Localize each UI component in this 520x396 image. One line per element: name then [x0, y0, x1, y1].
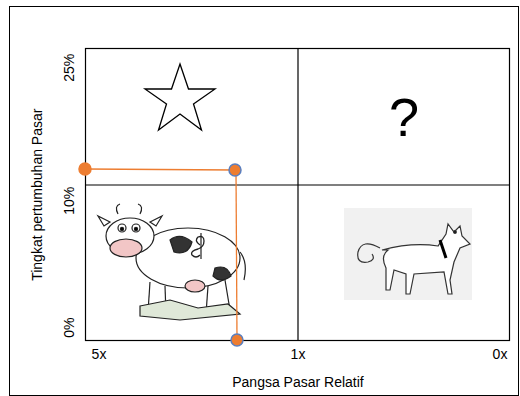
dog-illustration [344, 208, 472, 300]
vertical-divider [297, 48, 298, 340]
quadrant-symbol: ? [389, 90, 419, 144]
outer-frame [10, 7, 519, 396]
question-quadrant: ? [299, 49, 509, 184]
position-marker [79, 163, 243, 346]
axis-title: Pangsa Pasar Relatif [232, 375, 364, 390]
horizontal-divider [85, 184, 510, 185]
star-symbol [145, 64, 215, 130]
axis-tick: 0x [493, 347, 508, 362]
axis-tick: 25% [62, 54, 77, 82]
axis-tick: 1x [291, 347, 306, 362]
axis-title: Tingkat pertumbuhan Pasar [30, 109, 45, 281]
axis-tick: 10% [62, 187, 77, 215]
axis-tick: 5x [92, 347, 107, 362]
axis-tick: 0% [62, 318, 77, 338]
cow-illustration [98, 204, 245, 320]
plot-frame [86, 49, 510, 341]
